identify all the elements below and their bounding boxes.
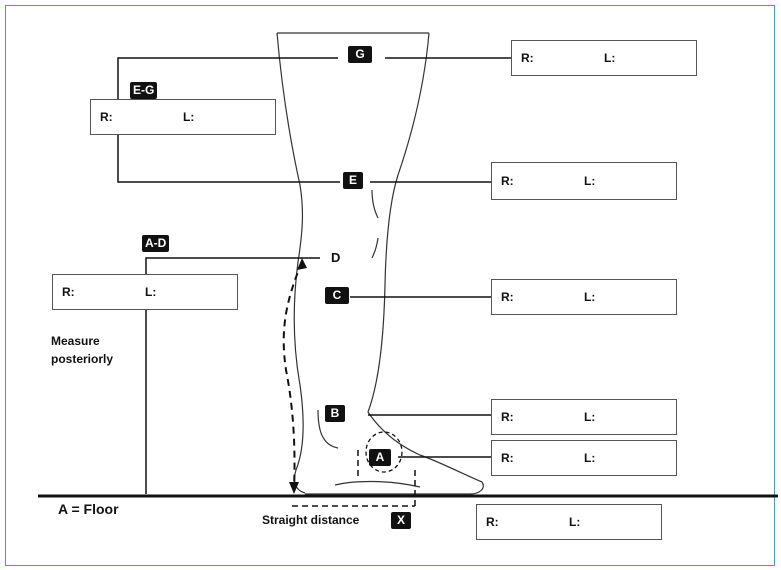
left-label: L: bbox=[604, 51, 615, 65]
label-a-d: A-D bbox=[142, 235, 169, 252]
label-d: D bbox=[331, 250, 340, 265]
left-label: L: bbox=[584, 451, 595, 465]
right-label: R: bbox=[501, 290, 514, 304]
measure-posteriorly-note: Measure posteriorly bbox=[51, 332, 113, 368]
straight-distance-note: Straight distance bbox=[262, 513, 359, 527]
leg-outline bbox=[277, 33, 483, 494]
posterior-measure-curve bbox=[284, 262, 302, 488]
measure-box-e[interactable]: R: L: bbox=[491, 162, 677, 200]
label-c: C bbox=[325, 287, 349, 304]
right-label: R: bbox=[501, 451, 514, 465]
left-label: L: bbox=[584, 290, 595, 304]
label-g: G bbox=[348, 46, 372, 63]
right-label: R: bbox=[501, 410, 514, 424]
measure-box-x[interactable]: R: L: bbox=[476, 504, 662, 540]
left-label: L: bbox=[584, 174, 595, 188]
measure-note-line2: posteriorly bbox=[51, 350, 113, 368]
right-label: R: bbox=[100, 110, 113, 124]
left-label: L: bbox=[183, 110, 194, 124]
label-e: E bbox=[343, 172, 363, 189]
left-label: L: bbox=[145, 285, 156, 299]
measure-note-line1: Measure bbox=[51, 332, 113, 350]
measure-box-a[interactable]: R: L: bbox=[491, 440, 677, 476]
measure-box-b[interactable]: R: L: bbox=[491, 399, 677, 435]
right-label: R: bbox=[62, 285, 75, 299]
floor-note: A = Floor bbox=[58, 501, 119, 517]
label-e-g: E-G bbox=[130, 82, 157, 99]
left-label: L: bbox=[584, 410, 595, 424]
measure-box-c[interactable]: R: L: bbox=[491, 279, 677, 315]
left-label: L: bbox=[569, 515, 580, 529]
right-label: R: bbox=[521, 51, 534, 65]
measure-box-e-g[interactable]: R: L: bbox=[90, 99, 276, 135]
right-label: R: bbox=[501, 174, 514, 188]
measure-box-g[interactable]: R: L: bbox=[511, 40, 697, 76]
measure-box-a-d[interactable]: R: L: bbox=[52, 274, 238, 310]
label-x: X bbox=[391, 512, 411, 529]
label-a: A bbox=[369, 449, 391, 466]
label-b: B bbox=[325, 405, 345, 422]
right-label: R: bbox=[486, 515, 499, 529]
straight-distance-dashes bbox=[292, 450, 415, 506]
